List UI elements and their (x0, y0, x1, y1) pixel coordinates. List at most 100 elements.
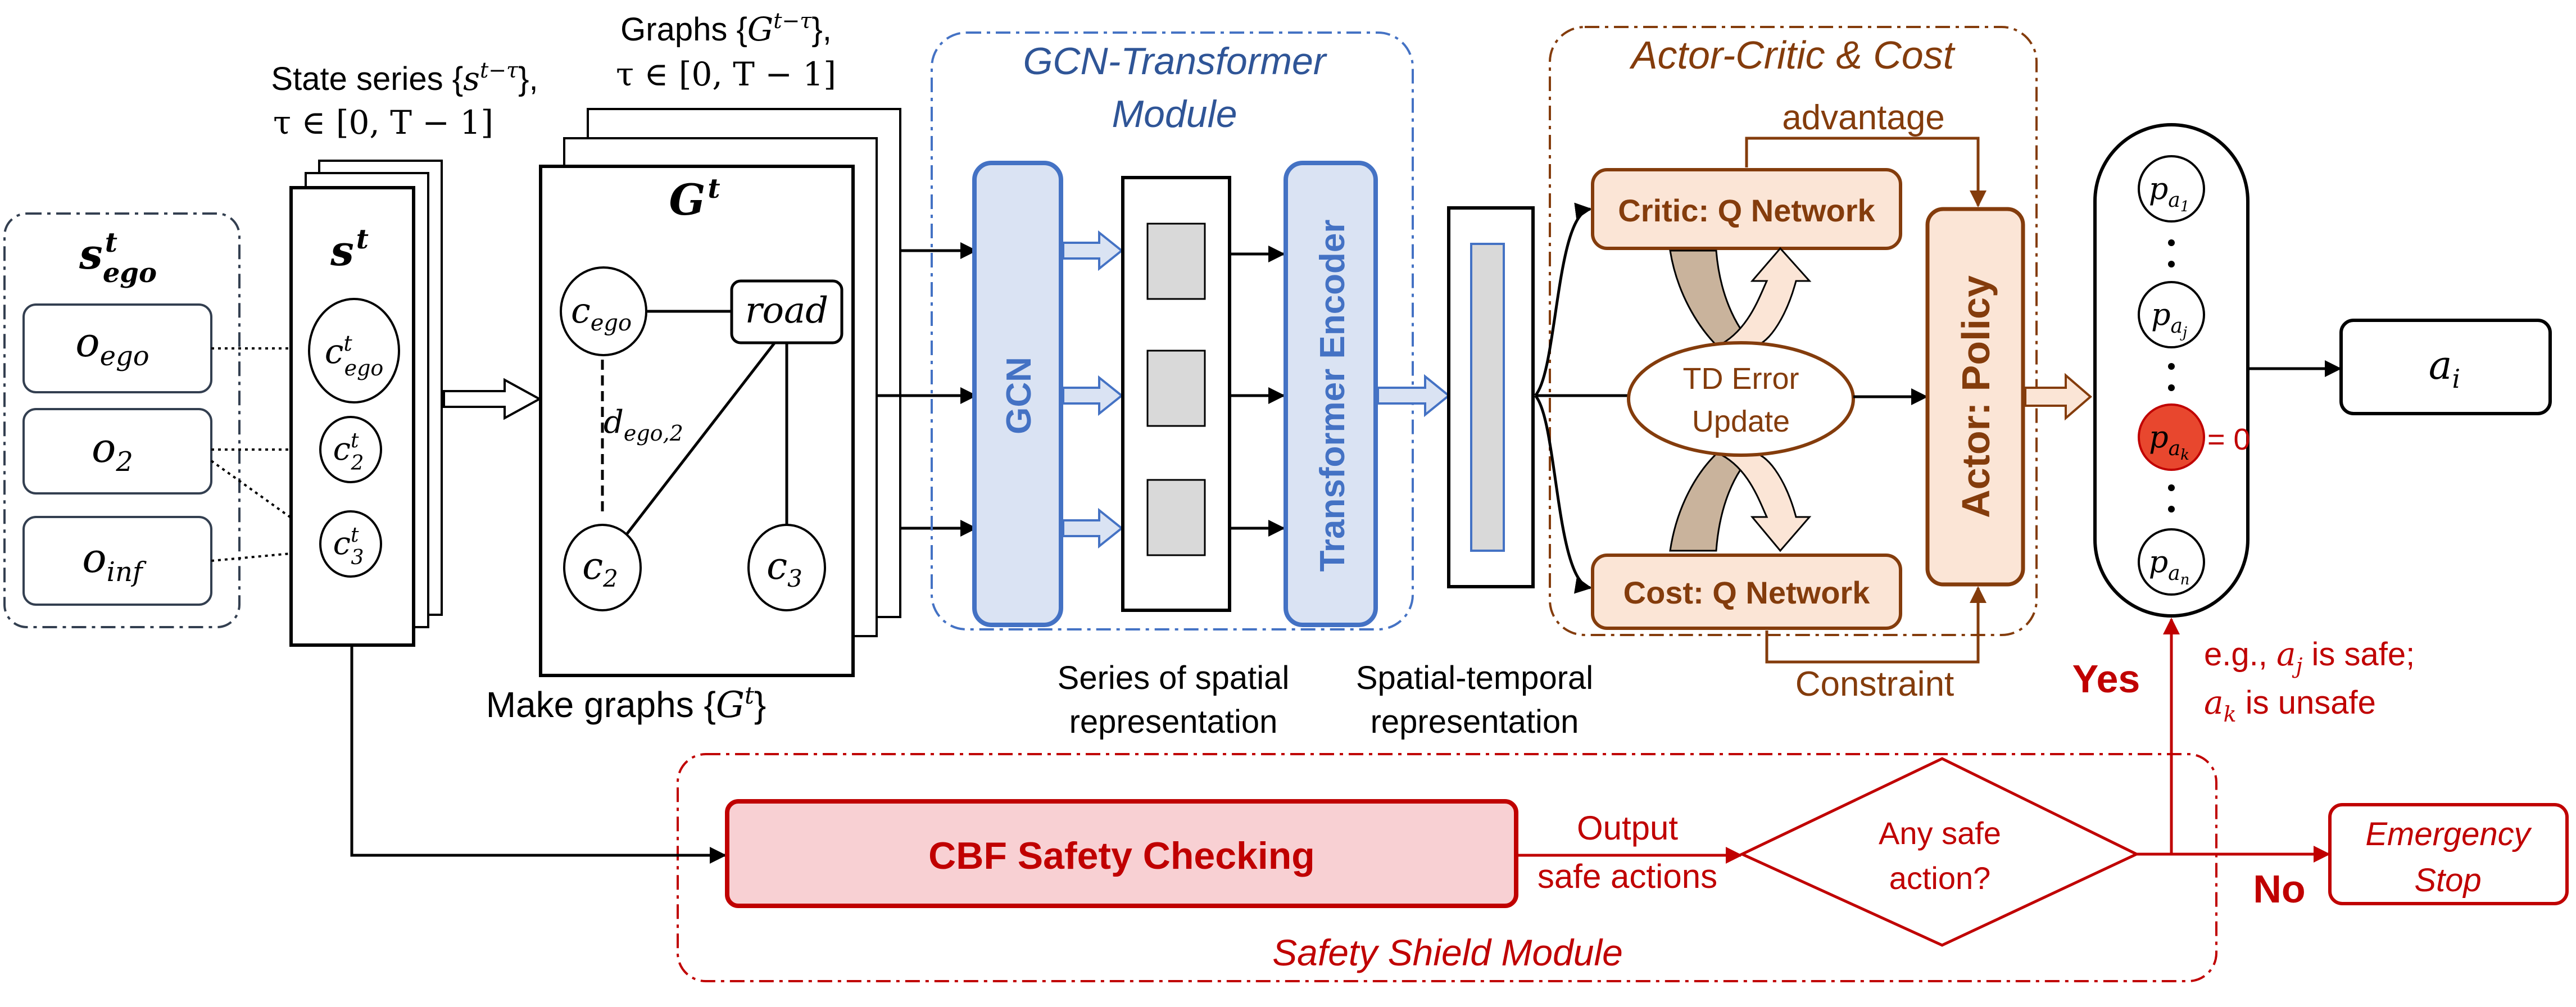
actor-critic-title: Actor-Critic & Cost (1629, 33, 1956, 77)
svg-text:Stop: Stop (2414, 862, 2481, 899)
any-safe-action-decision: Any safe action? (1739, 757, 2140, 947)
state-to-cbf-arrow (350, 645, 727, 864)
graph-title: Gt (669, 173, 720, 225)
spatial-caption-2: representation (1069, 704, 1278, 740)
prob-node-aj: paj (2138, 281, 2205, 348)
svg-text:TD Error: TD Error (1683, 362, 1799, 396)
actor-policy-box: Actor: Policy (1925, 207, 2025, 587)
prob-node-an: pan (2138, 528, 2205, 596)
graphs-range: τ ∈ [0, T − 1] (616, 55, 836, 93)
svg-text:Emergency: Emergency (2365, 816, 2532, 852)
svg-text:action?: action? (1889, 860, 1991, 896)
svg-text:Any safe: Any safe (1879, 815, 2001, 851)
cbf-safety-checking-box: CBF Safety Checking (725, 799, 1518, 908)
ellipsis-dot (2168, 506, 2175, 512)
svg-text:Update: Update (1692, 405, 1790, 438)
hollow-arrow-state-to-graph (443, 378, 542, 420)
gcn-block: GCN (972, 161, 1063, 627)
ellipsis-dot (2168, 363, 2175, 370)
spatial-cell-1 (1146, 223, 1206, 300)
actor-to-policy-arrow (2024, 373, 2093, 421)
actor-critic-module: Actor-Critic & Cost advantage Critic: Q … (1534, 26, 2038, 704)
st-to-networks-arrows (1534, 202, 1630, 594)
st-caption: Spatial-temporal (1356, 660, 1593, 696)
ellipsis-dot (2168, 261, 2175, 267)
svg-text:Transformer Encoder: Transformer Encoder (1313, 219, 1352, 571)
state-series-stack: State series {st−τ}, τ ∈ [0, T − 1] st c… (271, 58, 538, 647)
svg-text:ct2: ct2 (333, 429, 364, 475)
constraint-connector (1765, 586, 1987, 664)
svg-text:c2: c2 (582, 545, 618, 592)
ellipsis-dot (2168, 239, 2175, 246)
svg-text:= 0: = 0 (2207, 423, 2251, 456)
policy-distribution: pa1 paj pak = 0 pan (2093, 123, 2251, 618)
emergency-stop-box: Emergency Stop (2328, 803, 2569, 905)
svg-text:ct3: ct3 (333, 524, 364, 569)
ellipsis-dot (2168, 384, 2175, 391)
ego-group-border (3, 212, 241, 628)
gcn-module-title: GCN-Transformer (1023, 40, 1327, 83)
svg-text:road: road (745, 290, 828, 332)
policy-capsule (2093, 123, 2250, 618)
gcn-transformer-module: GCN-Transformer Module GCN Transformer E… (931, 31, 1414, 740)
safety-note-line-1: e.g., aj is safe; (2204, 635, 2415, 678)
yes-label: Yes (2072, 657, 2140, 701)
observation-inf: oinf (22, 516, 212, 606)
cost-network-box: Cost: Q Network (1591, 554, 1902, 630)
edge-road-c2 (622, 330, 784, 541)
safety-shield-border (677, 753, 2217, 982)
edge-label-d-ego-2: dego,2 (604, 404, 683, 446)
svg-text:Critic: Q Network: Critic: Q Network (1618, 193, 1875, 228)
spatial-temporal-representation: Spatial-temporal representation (1356, 206, 1593, 740)
graph-node-road: road (730, 279, 843, 344)
svg-text:ai: ai (2429, 342, 2460, 394)
safety-shield-module: Safety Shield Module CBF Safety Checking… (350, 645, 2217, 982)
observation-inf-label: oinf (82, 534, 147, 588)
spatial-representation-stack (1121, 176, 1231, 612)
svg-text:Actor: Policy: Actor: Policy (1954, 275, 1998, 518)
advantage-connector (1745, 137, 1987, 207)
advantage-label: advantage (1782, 98, 1945, 137)
graph-stack: Graphs {Gt−τ}, τ ∈ [0, T − 1] Gt cego ro… (486, 8, 901, 726)
observation-2-label: o2 (92, 424, 133, 478)
transformer-to-st-arrow (1377, 374, 1451, 418)
prob-node-a1: pa1 (2138, 155, 2205, 223)
spatial-to-transformer-arrows (1230, 246, 1285, 537)
critic-network-box: Critic: Q Network (1591, 168, 1902, 250)
actor-critic-border (1549, 26, 2038, 636)
gcn-module-border (931, 31, 1414, 630)
svg-text:Cost: Q Network: Cost: Q Network (1623, 575, 1871, 610)
spatial-cell-3 (1146, 479, 1206, 556)
state-series-range: τ ∈ [0, T − 1] (273, 103, 493, 142)
graph-node-ego: cego (560, 266, 647, 356)
spatial-cell-2 (1146, 350, 1206, 427)
graph-to-gcn-arrows (877, 242, 977, 537)
output-action-box: ai (2339, 319, 2552, 415)
safety-shield-title: Safety Shield Module (1272, 932, 1623, 973)
gcn-to-spatial-arrows (1062, 230, 1124, 549)
output-safe-label: Output (1577, 809, 1678, 847)
observation-mapping-lines (210, 347, 323, 562)
graphs-caption: Graphs {Gt−τ}, (620, 8, 832, 48)
td-update-arrows (1669, 247, 1812, 552)
svg-text:cego: cego (571, 290, 632, 336)
st-caption-2: representation (1371, 704, 1579, 740)
spatial-caption: Series of spatial (1058, 660, 1290, 696)
state-series-caption: State series {st−τ}, (271, 58, 538, 98)
svg-text:CBF Safety Checking: CBF Safety Checking (928, 834, 1315, 877)
make-graphs-caption: Make graphs {Gt} (486, 682, 767, 726)
graph-node-c3: c3 (747, 524, 826, 611)
constraint-label: Constraint (1795, 665, 1954, 704)
svg-text:GCN: GCN (1000, 357, 1038, 434)
prob-node-ak: pak = 0 (2138, 403, 2251, 471)
svg-text:c3: c3 (767, 545, 802, 592)
observation-2-box (22, 408, 212, 495)
ellipsis-dot (2168, 484, 2175, 491)
